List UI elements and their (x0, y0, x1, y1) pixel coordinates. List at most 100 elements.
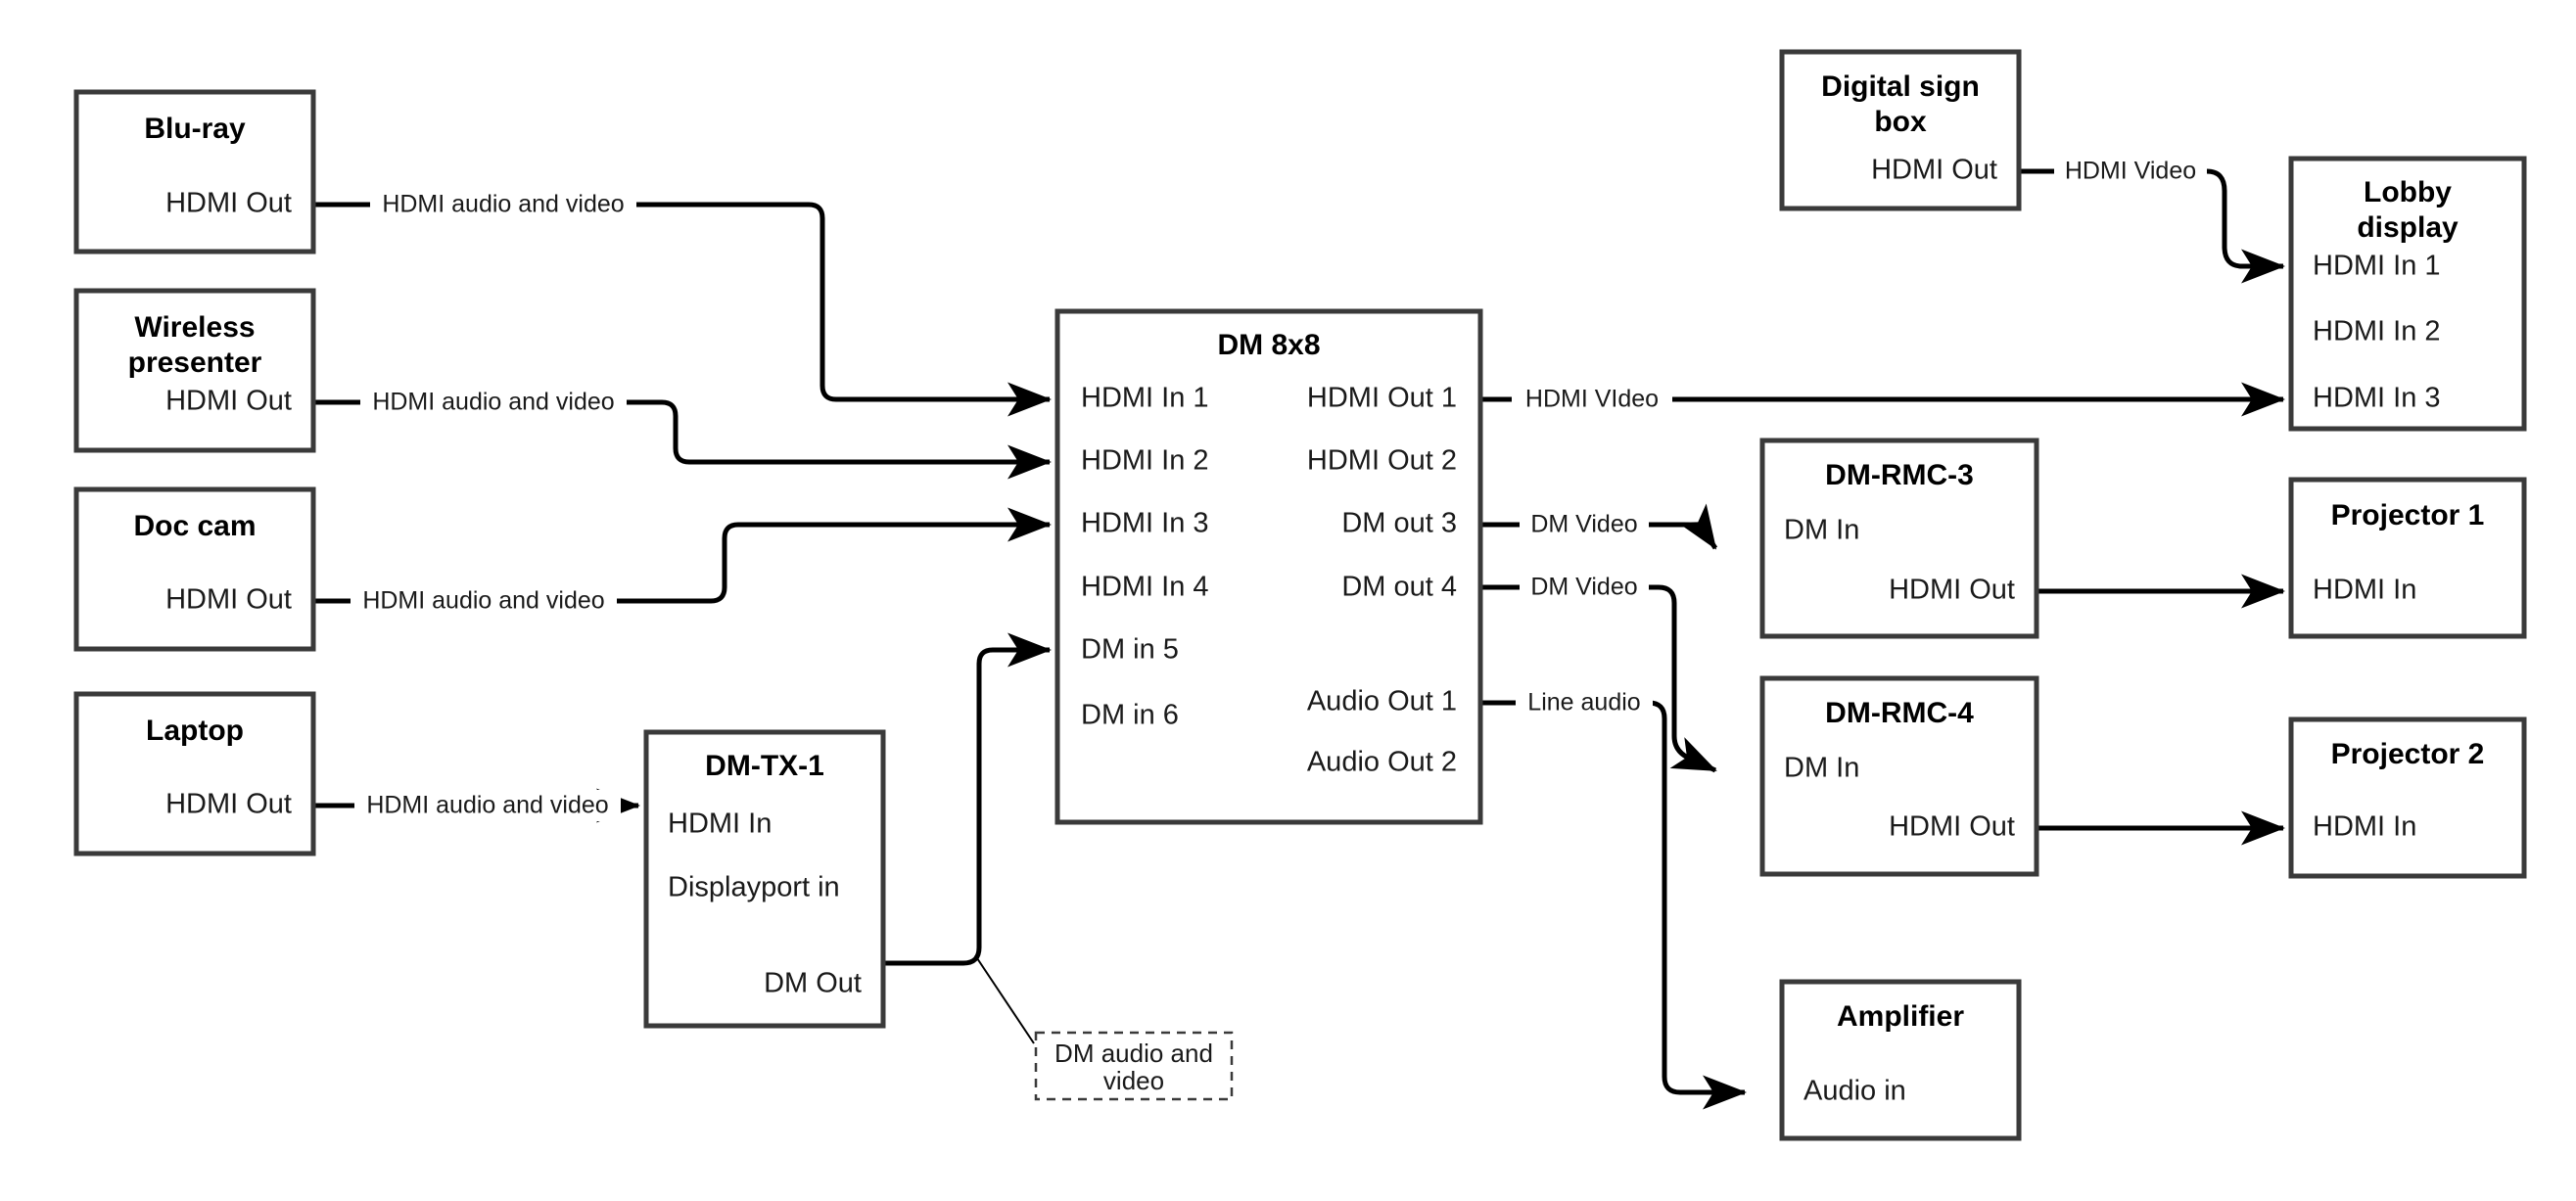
edge-label-laptop-text: HDMI audio and video (366, 792, 608, 819)
node-dm-rmc-4-box[interactable] (1759, 675, 2039, 877)
node-wireless-presenter[interactable]: Wireless presenter HDMI Out (73, 288, 316, 453)
node-projector-1[interactable]: Projector 1 HDMI In (2288, 477, 2527, 639)
edge-label-dm-audio1-text: Line audio (1527, 689, 1640, 716)
node-projector-2-box[interactable] (2288, 716, 2527, 879)
edge-dmtx1-to-dm8x8 (883, 632, 1052, 966)
port-digital-sign-box-hdmi-out: HDMI Out (1871, 155, 1997, 186)
edge-label-dm-out1: HDMI VIdeo (1512, 384, 1672, 415)
node-lobby-display-title-line1: Lobby (2364, 176, 2452, 208)
edge-wireless-to-dm8x8 (313, 399, 1052, 480)
node-amplifier[interactable]: Amplifier Audio in (1779, 979, 2022, 1141)
edge-doccam-to-dm8x8 (313, 507, 1052, 604)
port-dm-8x8-dm-in-5: DM in 5 (1081, 634, 1179, 666)
edge-label-sign: HDMI Video (2054, 156, 2207, 187)
edge-dm8x8-out3-to-rmc3 (1480, 503, 1718, 550)
node-laptop-box[interactable] (73, 691, 316, 856)
port-dm-8x8-hdmi-out-1: HDMI Out 1 (1307, 383, 1457, 414)
port-dm-rmc-4-hdmi-out: HDMI Out (1889, 811, 2015, 843)
node-dm-8x8-title: DM 8x8 (1217, 329, 1320, 361)
node-digital-sign-box-title-line2: box (1874, 106, 1927, 138)
node-dm-rmc-4-title: DM-RMC-4 (1825, 697, 1974, 729)
node-wireless-presenter-title-line2: presenter (128, 346, 262, 379)
edge-label-dm-out1-text: HDMI VIdeo (1525, 386, 1659, 413)
port-dm-8x8-audio-out-1: Audio Out 1 (1307, 686, 1457, 717)
port-dm-8x8-hdmi-in-3: HDMI In 3 (1081, 508, 1209, 539)
node-lobby-display[interactable]: Lobby display HDMI In 1 HDMI In 2 HDMI I… (2288, 156, 2527, 432)
edge-bluray-to-dm8x8 (313, 202, 1052, 417)
node-projector-1-title: Projector 1 (2331, 499, 2485, 531)
note-dm-audio-and-video-line1: DM audio and (1054, 1039, 1213, 1068)
port-dm-tx-1-hdmi-in: HDMI In (668, 808, 772, 840)
node-projector-1-box[interactable] (2288, 477, 2527, 639)
node-amplifier-box[interactable] (1779, 979, 2022, 1141)
port-projector-1-hdmi-in: HDMI In (2313, 575, 2416, 606)
node-projector-2[interactable]: Projector 2 HDMI In (2288, 716, 2527, 879)
node-doc-cam-title: Doc cam (133, 510, 256, 542)
node-doc-cam-box[interactable] (73, 486, 316, 652)
port-dm-rmc-4-dm-in: DM In (1784, 753, 1859, 784)
edge-label-dm-out4-text: DM Video (1530, 574, 1637, 601)
port-dm-rmc-3-dm-in: DM In (1784, 515, 1859, 546)
port-laptop-hdmi-out: HDMI Out (165, 789, 292, 820)
node-dm-tx-1-title: DM-TX-1 (705, 750, 824, 782)
node-doc-cam[interactable]: Doc cam HDMI Out (73, 486, 316, 652)
port-doc-cam-hdmi-out: HDMI Out (165, 584, 292, 616)
port-dm-8x8-dm-out-4: DM out 4 (1341, 572, 1457, 603)
node-bluray-box[interactable] (73, 89, 316, 254)
port-projector-2-hdmi-in: HDMI In (2313, 811, 2416, 843)
node-digital-sign-box-title-line1: Digital sign (1821, 70, 1980, 103)
port-bluray-hdmi-out: HDMI Out (165, 188, 292, 219)
node-lobby-display-title-line2: display (2357, 211, 2459, 244)
node-lobby-display-box[interactable] (2288, 156, 2527, 432)
node-digital-sign-box[interactable]: Digital sign box HDMI Out (1779, 49, 2022, 211)
node-dm-8x8[interactable]: DM 8x8 HDMI In 1 HDMI In 2 HDMI In 3 HDM… (1054, 308, 1483, 825)
edge-label-wireless-text: HDMI audio and video (372, 389, 614, 416)
note-dm-audio-and-video-box (1034, 1031, 1234, 1101)
edge-label-doccam-text: HDMI audio and video (362, 587, 604, 615)
edge-label-bluray: HDMI audio and video (370, 189, 636, 220)
edge-sign-to-lobby (2019, 168, 2285, 284)
node-projector-2-title: Projector 2 (2331, 738, 2485, 770)
edge-label-sign-text: HDMI Video (2065, 158, 2196, 185)
edge-label-dm-out3: DM Video (1520, 509, 1649, 540)
port-dm-8x8-audio-out-2: Audio Out 2 (1307, 747, 1457, 778)
port-dm-8x8-dm-in-6: DM in 6 (1081, 700, 1179, 731)
port-dm-8x8-hdmi-in-4: HDMI In 4 (1081, 572, 1209, 603)
node-dm-rmc-3-box[interactable] (1759, 438, 2039, 639)
node-dm-rmc-3[interactable]: DM-RMC-3 DM In HDMI Out (1759, 438, 2039, 639)
edge-label-dm-out4: DM Video (1520, 572, 1649, 603)
node-laptop[interactable]: Laptop HDMI Out (73, 691, 316, 856)
edge-label-laptop: HDMI audio and video (354, 790, 621, 821)
node-bluray[interactable]: Blu-ray HDMI Out (73, 89, 316, 254)
node-digital-sign-box-box[interactable] (1779, 49, 2022, 211)
edge-label-dm-out3-text: DM Video (1530, 511, 1637, 538)
node-bluray-title: Blu-ray (144, 113, 246, 145)
edge-dm8x8-audio1-to-amplifier (1480, 700, 1747, 1110)
port-dm-8x8-hdmi-in-2: HDMI In 2 (1081, 445, 1209, 477)
node-wireless-presenter-title-line1: Wireless (134, 311, 255, 344)
edge-dm8x8-out4-to-rmc4 (1480, 584, 1717, 773)
node-laptop-title: Laptop (146, 715, 244, 747)
edge-label-bluray-text: HDMI audio and video (382, 191, 624, 218)
note-dm-audio-and-video-line2: video (1103, 1066, 1164, 1095)
port-wireless-presenter-hdmi-out: HDMI Out (165, 386, 292, 417)
note-leader-line (974, 954, 1035, 1044)
node-wireless-presenter-box[interactable] (73, 288, 316, 453)
node-dm-rmc-3-title: DM-RMC-3 (1825, 459, 1974, 491)
port-amplifier-audio-in: Audio in (1803, 1076, 1906, 1107)
node-dm-8x8-box[interactable] (1054, 308, 1483, 825)
port-dm-rmc-3-hdmi-out: HDMI Out (1889, 575, 2015, 606)
edge-label-doccam: HDMI audio and video (351, 585, 617, 617)
port-lobby-display-hdmi-in-3: HDMI In 3 (2313, 383, 2441, 414)
node-dm-tx-1[interactable]: DM-TX-1 HDMI In Displayport in DM Out (643, 729, 886, 1029)
port-dm-tx-1-dm-out: DM Out (764, 968, 862, 999)
note-dm-audio-and-video: DM audio and video (1034, 1031, 1234, 1101)
edge-label-wireless: HDMI audio and video (360, 387, 627, 418)
port-dm-tx-1-displayport-in: Displayport in (668, 872, 840, 903)
node-dm-rmc-4[interactable]: DM-RMC-4 DM In HDMI Out (1759, 675, 2039, 877)
port-dm-8x8-hdmi-in-1: HDMI In 1 (1081, 383, 1209, 414)
port-lobby-display-hdmi-in-1: HDMI In 1 (2313, 251, 2441, 282)
node-dm-tx-1-box[interactable] (643, 729, 886, 1029)
